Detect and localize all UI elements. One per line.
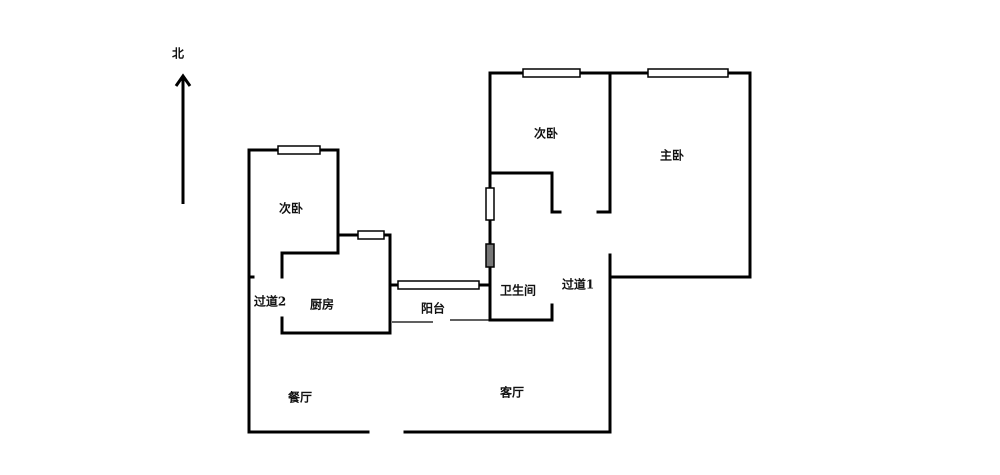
room-label-bathroom: 卫生间: [499, 283, 537, 298]
window: [277, 145, 321, 155]
room-label-kitchen: 厨房: [309, 297, 335, 312]
room-label-bedroom-small: 次卧: [278, 201, 304, 216]
window: [357, 230, 385, 240]
room-label-living-room: 客厅: [499, 385, 525, 400]
window: [485, 243, 495, 268]
north-label: 北: [171, 46, 185, 61]
balcony-rail: [392, 319, 490, 323]
room-label-master-bedroom: 主卧: [659, 148, 685, 163]
room-label-corridor-1: 过道1: [561, 277, 595, 292]
room-label-balcony: 阳台: [420, 301, 446, 316]
walls: [247, 71, 752, 434]
window: [522, 68, 581, 78]
window: [397, 280, 480, 290]
room-label-dining-room: 餐厅: [287, 390, 313, 405]
north-arrow-icon: [174, 73, 192, 204]
window: [647, 68, 729, 78]
window: [485, 187, 495, 221]
room-label-second-bedroom: 次卧: [533, 126, 559, 141]
room-label-corridor-2: 过道2: [253, 294, 287, 309]
windows: [277, 68, 729, 290]
